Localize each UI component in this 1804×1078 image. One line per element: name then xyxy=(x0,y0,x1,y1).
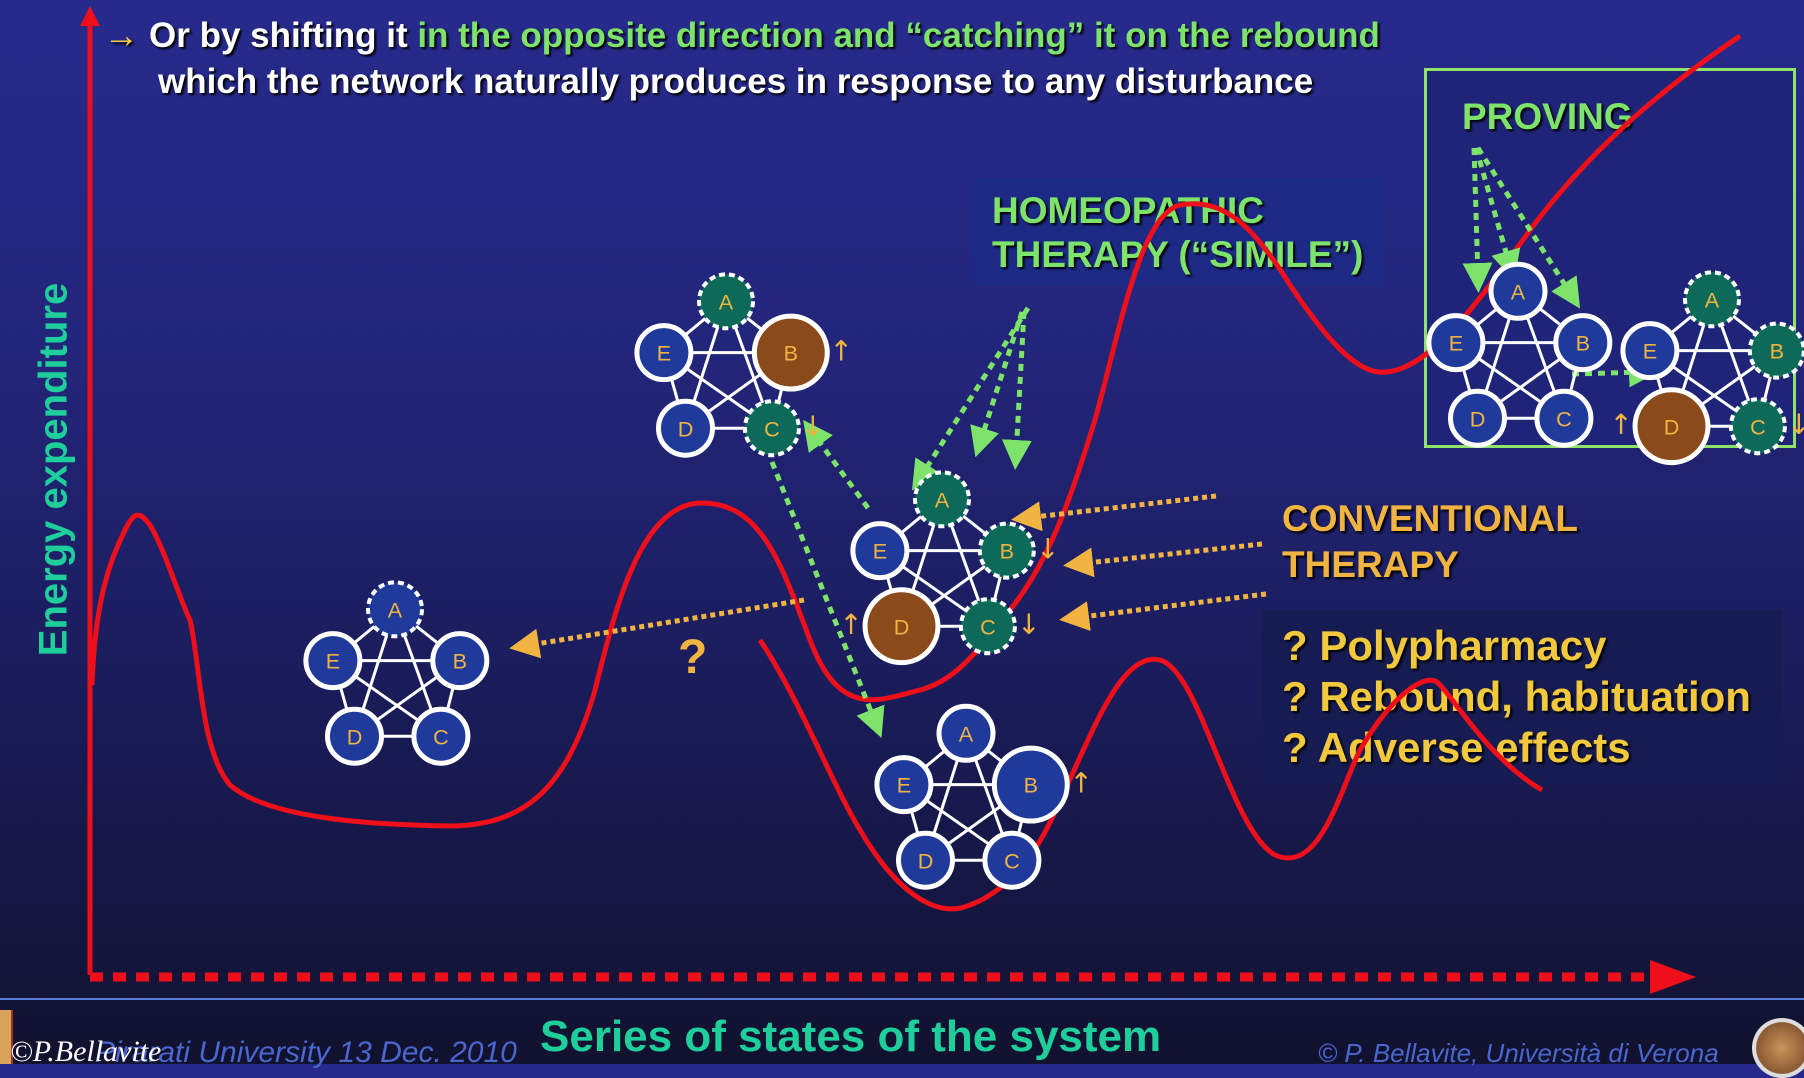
homeopathic-arrows xyxy=(920,308,1028,478)
decrease-arrow-icon: ↓ xyxy=(1017,608,1040,641)
node-label-c: C xyxy=(1004,848,1020,873)
university-seal-logo xyxy=(1752,1018,1804,1078)
node-label-b: B xyxy=(1770,339,1784,364)
node-label-e: E xyxy=(657,341,671,366)
node-label-a: A xyxy=(959,721,974,746)
node-label-c: C xyxy=(980,614,996,639)
node-label-b: B xyxy=(1576,331,1590,356)
node-label-e: E xyxy=(1643,339,1657,364)
node-label-b: B xyxy=(1000,539,1014,564)
node-label-c: C xyxy=(433,724,449,749)
network-state-middle: A B ↓ C ↓ D ↑ E xyxy=(839,472,1059,662)
x-axis-label: Series of states of the system xyxy=(540,1012,1161,1062)
increase-arrow-icon: ↑ xyxy=(839,608,862,641)
node-label-b: B xyxy=(1024,773,1038,798)
node-label-d: D xyxy=(918,848,934,873)
x-axis-arrowhead xyxy=(1650,960,1696,994)
footer-divider xyxy=(0,998,1804,1000)
conventional-line-2: THERAPY xyxy=(1282,544,1459,586)
node-label-c: C xyxy=(764,416,780,441)
node-label-d: D xyxy=(347,724,363,749)
node-label-e: E xyxy=(873,539,887,564)
node-label-b: B xyxy=(784,341,798,366)
node-label-e: E xyxy=(326,649,340,674)
question-mark: ? xyxy=(678,630,707,685)
node-label-e: E xyxy=(1449,331,1463,356)
node-label-a: A xyxy=(388,597,403,622)
node-label-a: A xyxy=(1705,287,1720,312)
network-state-lower: A B ↑ C D E xyxy=(877,706,1093,887)
footer-copyright-right: © P. Bellavite, Università di Verona xyxy=(1318,1038,1719,1069)
increase-arrow-icon: ↑ xyxy=(1070,767,1093,800)
decrease-arrow-icon: ↓ xyxy=(801,410,824,443)
network-state-stable: A B C D E xyxy=(306,582,487,763)
increase-arrow-icon: ↑ xyxy=(830,335,853,368)
node-label-e: E xyxy=(897,773,911,798)
node-label-d: D xyxy=(1664,414,1680,439)
decrease-arrow-icon: ↓ xyxy=(1787,408,1804,441)
node-label-d: D xyxy=(894,614,910,639)
node-label-b: B xyxy=(453,649,467,674)
node-label-a: A xyxy=(935,487,950,512)
network-proving-1: A B C D E xyxy=(1429,264,1610,445)
node-label-d: D xyxy=(678,416,694,441)
network-proving-2: AB↓C↓D↑E xyxy=(1609,272,1804,462)
increase-arrow-icon: ↑ xyxy=(1609,408,1632,441)
node-label-a: A xyxy=(1511,279,1526,304)
node-label-c: C xyxy=(1556,406,1572,431)
conventional-line-1: CONVENTIONAL xyxy=(1282,498,1578,540)
node-label-a: A xyxy=(719,289,734,314)
node-label-d: D xyxy=(1470,406,1486,431)
node-label-c: C xyxy=(1750,414,1766,439)
decrease-arrow-icon: ↓ xyxy=(1036,533,1059,566)
y-axis-label: Energy expenditure xyxy=(32,210,77,730)
network-state-upper: A B ↑ C ↓ D E xyxy=(637,274,853,455)
